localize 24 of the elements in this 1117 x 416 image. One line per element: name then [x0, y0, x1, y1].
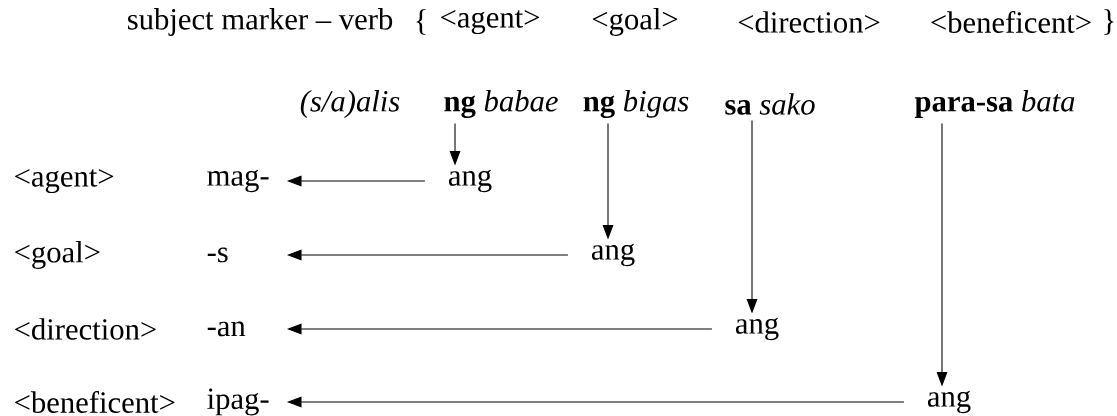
formula-text: { — [416, 9, 426, 35]
marker-text: ang — [448, 169, 492, 193]
label-text: <direction> — [15, 318, 156, 340]
formula-text: <goal> — [592, 8, 678, 36]
phrase-text: ng bigas — [583, 89, 689, 118]
formula-text: <agent> — [441, 9, 540, 35]
affix-text: mag- — [207, 169, 269, 193]
phrase-text: para-sa bata — [914, 90, 1075, 118]
label-text: <beneficent> — [15, 391, 175, 413]
marker-text: ang — [591, 243, 635, 267]
marker-text: ang — [927, 390, 971, 414]
formula-text: } — [1104, 9, 1114, 35]
label-text: <agent> — [15, 168, 114, 194]
formula-text: <direction> — [738, 11, 880, 33]
marker-text: ang — [735, 317, 779, 341]
phrase-text: ng babae — [444, 89, 558, 118]
example-word: (s/a)alis — [300, 90, 400, 118]
formula-text: subject marker – verb — [128, 8, 393, 36]
affix-text: ipag- — [207, 388, 269, 416]
formula-text: <beneficent> — [931, 11, 1091, 33]
label-text: <goal> — [15, 241, 100, 269]
phrase-text: sa sako — [725, 93, 815, 115]
affix-text: -s — [207, 247, 228, 263]
affix-text: -an — [207, 321, 246, 337]
